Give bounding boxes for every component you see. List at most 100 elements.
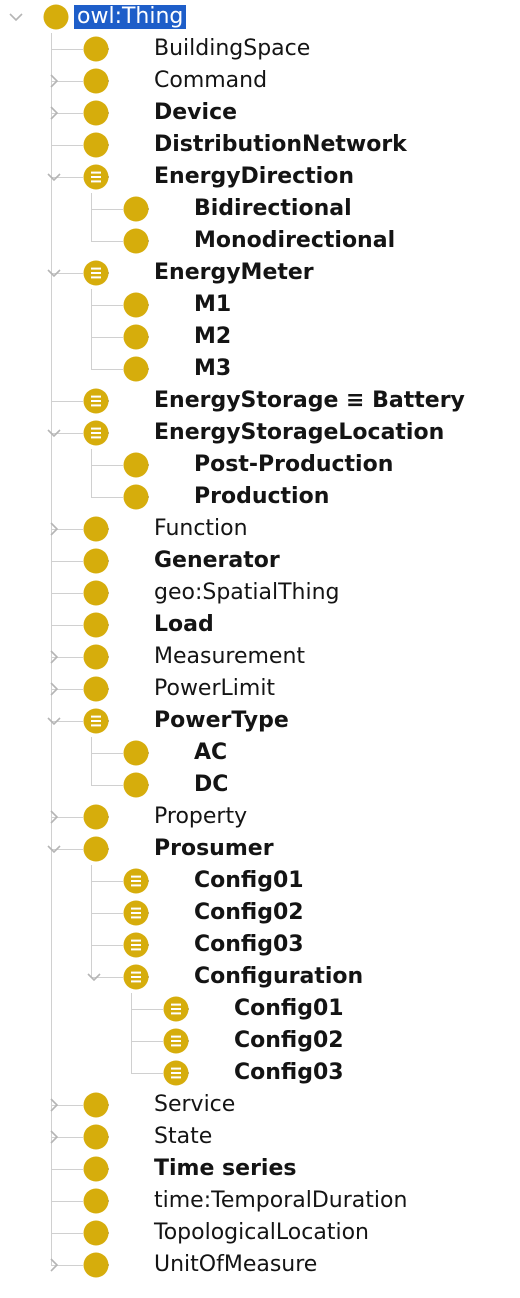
tree-row-production[interactable]: Production — [0, 481, 520, 513]
chevron-down-icon[interactable] — [45, 264, 63, 282]
class-label[interactable]: State — [154, 1124, 213, 1149]
tree-row-energystorage-battery[interactable]: EnergyStorage ≡ Battery — [0, 385, 520, 417]
tree-row-config03[interactable]: Config03 — [0, 929, 520, 961]
class-label[interactable]: EnergyMeter — [154, 260, 314, 285]
tree-row-energystoragelocation[interactable]: EnergyStorageLocation — [0, 417, 520, 449]
class-label[interactable]: Time series — [154, 1156, 297, 1181]
class-label[interactable]: Load — [154, 612, 214, 637]
tree-row-monodirectional[interactable]: Monodirectional — [0, 225, 520, 257]
class-label[interactable]: UnitOfMeasure — [154, 1252, 318, 1277]
chevron-right-icon[interactable] — [45, 72, 63, 90]
class-label[interactable]: Config01 — [194, 868, 304, 893]
tree-row-time-series[interactable]: Time series — [0, 1153, 520, 1185]
tree-row-config03[interactable]: Config03 — [0, 1057, 520, 1089]
tree-row-energymeter[interactable]: EnergyMeter — [0, 257, 520, 289]
class-label[interactable]: Device — [154, 100, 238, 125]
chevron-right-icon[interactable] — [45, 1128, 63, 1146]
class-label[interactable]: TopologicalLocation — [154, 1220, 369, 1245]
tree-row-config01[interactable]: Config01 — [0, 993, 520, 1025]
tree-row-command[interactable]: Command — [0, 65, 520, 97]
class-label[interactable]: EnergyStorage ≡ Battery — [154, 388, 465, 413]
class-label[interactable]: Function — [154, 516, 248, 541]
chevron-right-icon[interactable] — [45, 648, 63, 666]
tree-row-ac[interactable]: AC — [0, 737, 520, 769]
tree-row-config02[interactable]: Config02 — [0, 897, 520, 929]
class-label[interactable]: Config03 — [194, 932, 304, 957]
class-label[interactable]: Config02 — [194, 900, 304, 925]
tree-row-powertype[interactable]: PowerType — [0, 705, 520, 737]
chevron-down-icon[interactable] — [45, 424, 63, 442]
class-label[interactable]: BuildingSpace — [154, 36, 311, 61]
chevron-down-icon[interactable] — [45, 840, 63, 858]
class-label[interactable]: PowerType — [154, 708, 289, 733]
class-label[interactable]: Post-Production — [194, 452, 394, 477]
class-label[interactable]: geo:SpatialThing — [154, 580, 340, 605]
tree-row-device[interactable]: Device — [0, 97, 520, 129]
class-label[interactable]: Generator — [154, 548, 280, 573]
tree-row-powerlimit[interactable]: PowerLimit — [0, 673, 520, 705]
tree-row-m3[interactable]: M3 — [0, 353, 520, 385]
tree-row-geo-spatialthing[interactable]: geo:SpatialThing — [0, 577, 520, 609]
tree-row-unitofmeasure[interactable]: UnitOfMeasure — [0, 1249, 520, 1281]
tree-row-config02[interactable]: Config02 — [0, 1025, 520, 1057]
tree-branch-line — [131, 1041, 163, 1042]
tree-row-prosumer[interactable]: Prosumer — [0, 833, 520, 865]
class-label[interactable]: PowerLimit — [154, 676, 276, 701]
chevron-right-icon[interactable] — [45, 1256, 63, 1274]
tree-row-buildingspace[interactable]: BuildingSpace — [0, 33, 520, 65]
class-label[interactable]: DC — [194, 772, 229, 797]
tree-row-topologicallocation[interactable]: TopologicalLocation — [0, 1217, 520, 1249]
tree-row-state[interactable]: State — [0, 1121, 520, 1153]
tree-row-property[interactable]: Property — [0, 801, 520, 833]
tree-row-owl-thing[interactable]: owl:Thing — [0, 1, 520, 33]
class-label[interactable]: M3 — [194, 356, 232, 381]
tree-row-service[interactable]: Service — [0, 1089, 520, 1121]
class-label[interactable]: Config01 — [234, 996, 344, 1021]
tree-row-energydirection[interactable]: EnergyDirection — [0, 161, 520, 193]
class-circle-icon — [83, 1188, 109, 1214]
tree-branch-line — [91, 209, 123, 210]
tree-row-m1[interactable]: M1 — [0, 289, 520, 321]
tree-row-measurement[interactable]: Measurement — [0, 641, 520, 673]
chevron-right-icon[interactable] — [45, 680, 63, 698]
tree-row-bidirectional[interactable]: Bidirectional — [0, 193, 520, 225]
class-label[interactable]: M2 — [194, 324, 232, 349]
class-label[interactable]: Production — [194, 484, 330, 509]
chevron-right-icon[interactable] — [45, 520, 63, 538]
chevron-down-icon[interactable] — [7, 8, 25, 26]
tree-row-distributionnetwork[interactable]: DistributionNetwork — [0, 129, 520, 161]
class-label[interactable]: owl:Thing — [74, 5, 187, 29]
class-label[interactable]: Command — [154, 68, 268, 93]
tree-row-generator[interactable]: Generator — [0, 545, 520, 577]
chevron-down-icon[interactable] — [45, 168, 63, 186]
chevron-right-icon[interactable] — [45, 808, 63, 826]
chevron-right-icon[interactable] — [45, 1096, 63, 1114]
tree-row-function[interactable]: Function — [0, 513, 520, 545]
class-label[interactable]: EnergyStorageLocation — [154, 420, 445, 445]
class-label[interactable]: M1 — [194, 292, 232, 317]
tree-row-config01[interactable]: Config01 — [0, 865, 520, 897]
class-label[interactable]: Monodirectional — [194, 228, 396, 253]
class-label[interactable]: Config02 — [234, 1028, 344, 1053]
tree-row-configuration[interactable]: Configuration — [0, 961, 520, 993]
class-label[interactable]: Service — [154, 1092, 236, 1117]
chevron-down-icon[interactable] — [85, 968, 103, 986]
class-label[interactable]: Bidirectional — [194, 196, 352, 221]
class-label[interactable]: time:TemporalDuration — [154, 1188, 408, 1213]
tree-row-dc[interactable]: DC — [0, 769, 520, 801]
chevron-down-icon[interactable] — [45, 712, 63, 730]
tree-row-load[interactable]: Load — [0, 609, 520, 641]
class-label[interactable]: Configuration — [194, 964, 364, 989]
class-label[interactable]: DistributionNetwork — [154, 132, 407, 157]
tree-branch-line — [51, 817, 83, 818]
class-label[interactable]: Property — [154, 804, 248, 829]
chevron-right-icon[interactable] — [45, 104, 63, 122]
tree-row-post-production[interactable]: Post-Production — [0, 449, 520, 481]
tree-row-time-temporalduration[interactable]: time:TemporalDuration — [0, 1185, 520, 1217]
class-label[interactable]: Prosumer — [154, 836, 274, 861]
tree-row-m2[interactable]: M2 — [0, 321, 520, 353]
class-label[interactable]: Config03 — [234, 1060, 344, 1085]
class-label[interactable]: AC — [194, 740, 228, 765]
class-label[interactable]: EnergyDirection — [154, 164, 354, 189]
class-label[interactable]: Measurement — [154, 644, 306, 669]
